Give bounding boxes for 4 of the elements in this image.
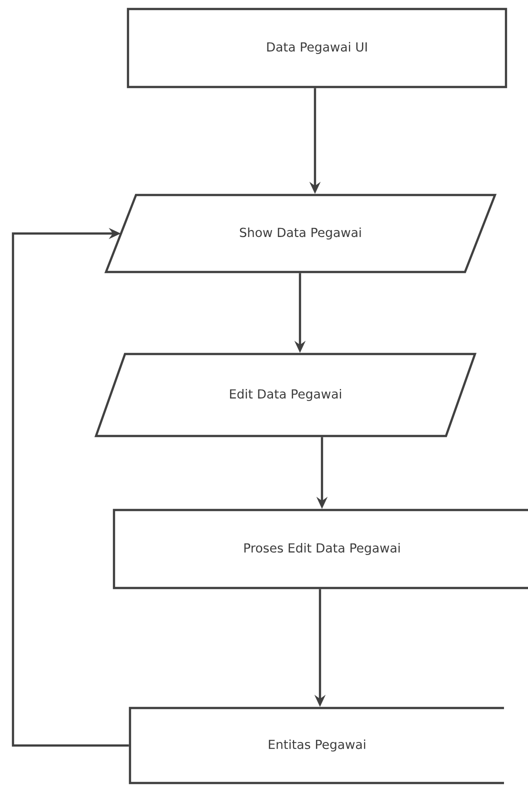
- arrow: [12, 228, 129, 747]
- data-store: Entitas Pegawai: [128, 706, 504, 784]
- process-box: Data Pegawai UI: [126, 8, 508, 88]
- process-box: Proses Edit Data Pegawai: [112, 508, 528, 590]
